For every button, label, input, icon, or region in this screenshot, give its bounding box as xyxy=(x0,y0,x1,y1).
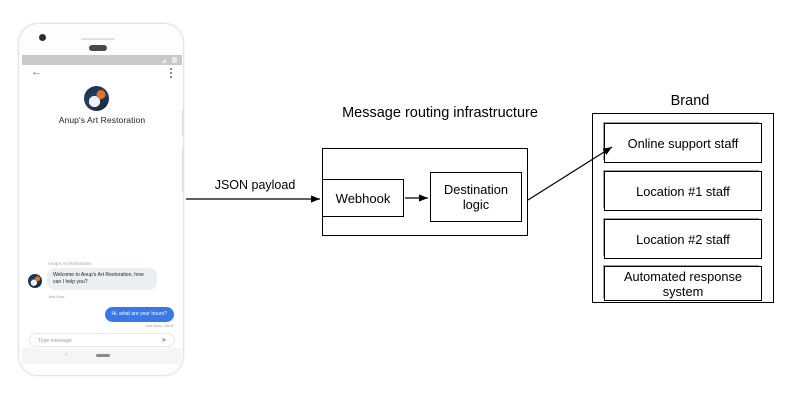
incoming-message-bubble: Welcome to Anup's Art Restoration, how c… xyxy=(47,268,157,290)
brand-item-location-2-staff[interactable]: Location #2 staff xyxy=(604,219,762,259)
arrow-destination-to-brand xyxy=(527,146,613,201)
back-arrow-icon[interactable]: ← xyxy=(31,66,42,78)
message-input-placeholder[interactable]: Type message xyxy=(38,337,72,344)
message-avatar xyxy=(28,274,42,288)
brand-item-automated-response-system[interactable]: Automated response system xyxy=(604,266,762,301)
destination-logic-node[interactable]: Destination logic xyxy=(430,172,522,222)
send-icon[interactable]: ➤ xyxy=(161,337,167,344)
outgoing-message-timestamp: Just Now • Sent xyxy=(144,323,173,328)
front-camera-icon xyxy=(39,34,46,41)
message-composer[interactable]: Type message ➤ xyxy=(29,333,175,347)
phone-screen: ← Anup's Art Restoration Anup's Art Rest… xyxy=(22,65,182,348)
brand-avatar xyxy=(84,86,109,111)
phone-mockup: ← Anup's Art Restoration Anup's Art Rest… xyxy=(18,23,184,376)
message-sender-name: Anup's Art Restoration xyxy=(48,261,92,266)
status-bar xyxy=(22,55,182,65)
json-payload-label: JSON payload xyxy=(214,178,296,192)
battery-icon xyxy=(172,57,177,63)
phone-top-bezel xyxy=(19,24,183,52)
outgoing-message-bubble: Hi, what are your hours? xyxy=(104,307,174,322)
nav-back-icon[interactable]: ‹ xyxy=(65,352,67,358)
webhook-node[interactable]: Webhook xyxy=(322,179,404,217)
kebab-menu-icon[interactable] xyxy=(170,68,172,78)
nav-home-pill[interactable] xyxy=(96,354,110,357)
signal-icon xyxy=(161,58,166,63)
phone-volume-button xyxy=(182,148,183,192)
conversation-title: Anup's Art Restoration xyxy=(58,115,146,125)
brand-title: Brand xyxy=(670,93,710,109)
phone-power-button xyxy=(182,110,183,136)
app-bar: ← xyxy=(22,65,182,83)
brand-item-online-support-staff[interactable]: Online support staff xyxy=(604,123,762,163)
speaker-grille xyxy=(81,38,115,40)
brand-container xyxy=(592,113,774,303)
phone-bottom-bezel xyxy=(22,364,182,374)
infrastructure-title: Message routing infrastructure xyxy=(342,105,538,121)
earpiece-speaker xyxy=(89,45,107,51)
brand-item-location-1-staff[interactable]: Location #1 staff xyxy=(604,171,762,211)
android-nav-bar: ‹ xyxy=(22,348,182,364)
incoming-message-timestamp: Just Now xyxy=(48,294,65,299)
